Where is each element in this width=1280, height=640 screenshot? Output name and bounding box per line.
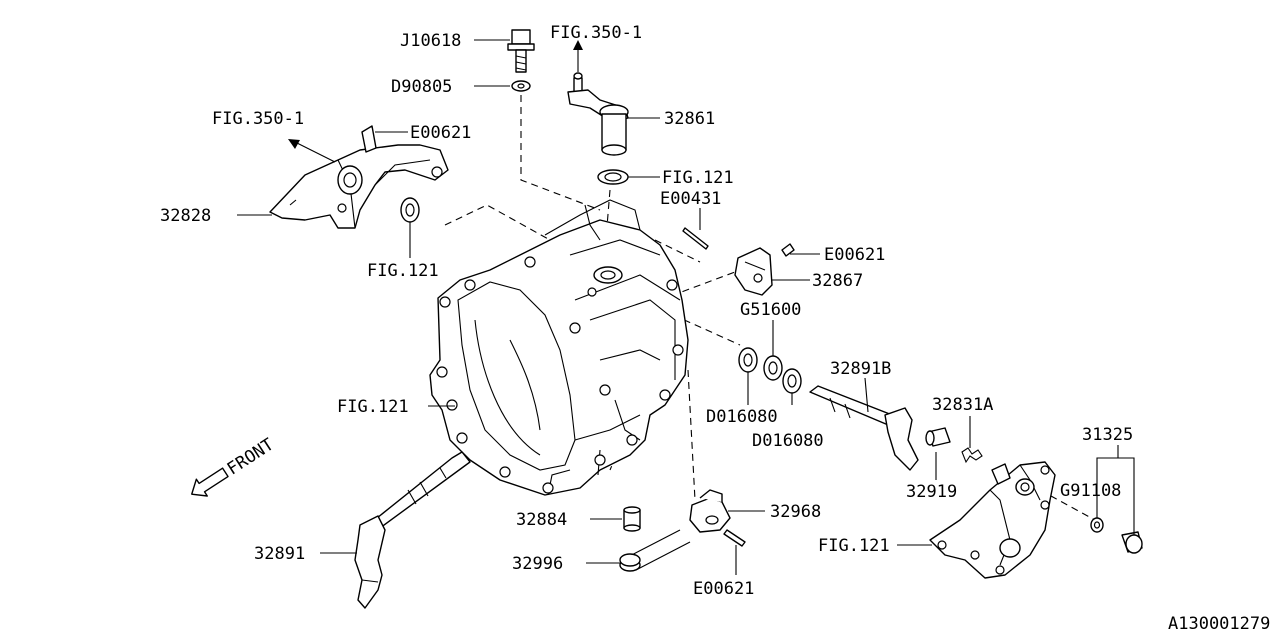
label-e00431: E00431 xyxy=(660,189,721,209)
label-d90805: D90805 xyxy=(391,77,452,97)
case-small-hole xyxy=(569,322,581,334)
case-bolt-hole xyxy=(456,432,468,444)
cover-32828 xyxy=(269,144,449,229)
label-g91108: G91108 xyxy=(1060,481,1121,501)
case-small-hole xyxy=(587,287,597,297)
case-bolt-hole xyxy=(499,466,511,478)
label-32884: 32884 xyxy=(516,510,567,530)
case-small-hole xyxy=(599,384,611,396)
label-fig350-left: FIG.350-1 xyxy=(212,109,304,129)
label-fig121-case: FIG.121 xyxy=(337,397,409,417)
shift-rod-32891b xyxy=(809,385,919,471)
label-32831a: 32831A xyxy=(932,395,993,415)
diagram-code: A130001279 xyxy=(1168,614,1270,634)
label-d016080-a: D016080 xyxy=(706,407,778,427)
label-32828: 32828 xyxy=(160,206,211,226)
label-32891: 32891 xyxy=(254,544,305,564)
bolt-j10618 xyxy=(507,29,535,73)
pin-e00621-top xyxy=(361,125,377,153)
case-bolt-hole xyxy=(524,256,536,268)
case-bolt-hole xyxy=(666,279,678,291)
shift-arm-32861 xyxy=(567,72,629,156)
label-fig350-top: FIG.350-1 xyxy=(550,23,642,43)
case-bolt-hole xyxy=(446,399,458,411)
case-bolt-hole xyxy=(659,389,671,401)
front-label: FRONT xyxy=(224,435,278,480)
label-32891b: 32891B xyxy=(830,359,891,379)
pin-e00431 xyxy=(682,227,709,250)
label-32867: 32867 xyxy=(812,271,863,291)
case-bolt-hole xyxy=(436,366,448,378)
washer-g51600 xyxy=(763,355,783,381)
bolt-31325 xyxy=(1121,531,1143,554)
fig350-arrow-left xyxy=(288,139,336,163)
label-31325: 31325 xyxy=(1082,425,1133,445)
label-e00621-bottom: E00621 xyxy=(693,579,754,599)
washer-d90805 xyxy=(511,80,531,92)
shift-rod-32891 xyxy=(354,451,471,609)
part-labels: J10618 D90805 FIG.350-1 FIG.350-1 E00621… xyxy=(160,23,1270,634)
label-32861: 32861 xyxy=(664,109,715,129)
leader-lines xyxy=(237,39,1135,575)
case-bolt-hole xyxy=(594,454,606,466)
cover-fig121-right xyxy=(929,461,1056,579)
case-bolt-hole xyxy=(542,482,554,494)
label-32968: 32968 xyxy=(770,502,821,522)
fig350-arrow-top xyxy=(573,40,583,72)
spring-32831a xyxy=(961,447,983,464)
washer-d016080-a xyxy=(738,347,758,373)
seal-fig121-left xyxy=(400,197,420,223)
case-bolt-hole xyxy=(626,434,638,446)
washer-g91108 xyxy=(1090,517,1104,533)
case-bolt-hole xyxy=(464,279,476,291)
label-fig121-top: FIG.121 xyxy=(662,168,734,188)
label-d016080-b: D016080 xyxy=(752,431,824,451)
label-g51600: G51600 xyxy=(740,300,801,320)
spring-32996 xyxy=(619,529,691,572)
seal-fig121-top xyxy=(597,169,629,185)
label-fig121-left: FIG.121 xyxy=(367,261,439,281)
transmission-case xyxy=(429,199,689,496)
case-bolt-hole xyxy=(439,296,451,308)
case-bolt-hole xyxy=(672,344,684,356)
front-arrow: FRONT xyxy=(191,435,278,497)
label-e00621-right: E00621 xyxy=(824,245,885,265)
washer-d016080-b xyxy=(782,368,802,394)
arm-32968 xyxy=(689,489,731,533)
pin-e00621-bottom xyxy=(723,529,746,547)
block-32867 xyxy=(734,247,773,296)
label-j10618: J10618 xyxy=(400,31,461,51)
collar-32884 xyxy=(623,506,641,532)
label-fig121-cover: FIG.121 xyxy=(818,536,890,556)
plunger-32919 xyxy=(925,427,951,447)
label-e00621-top: E00621 xyxy=(410,123,471,143)
label-32996: 32996 xyxy=(512,554,563,574)
label-32919: 32919 xyxy=(906,482,957,502)
pin-e00621-right xyxy=(781,243,795,257)
